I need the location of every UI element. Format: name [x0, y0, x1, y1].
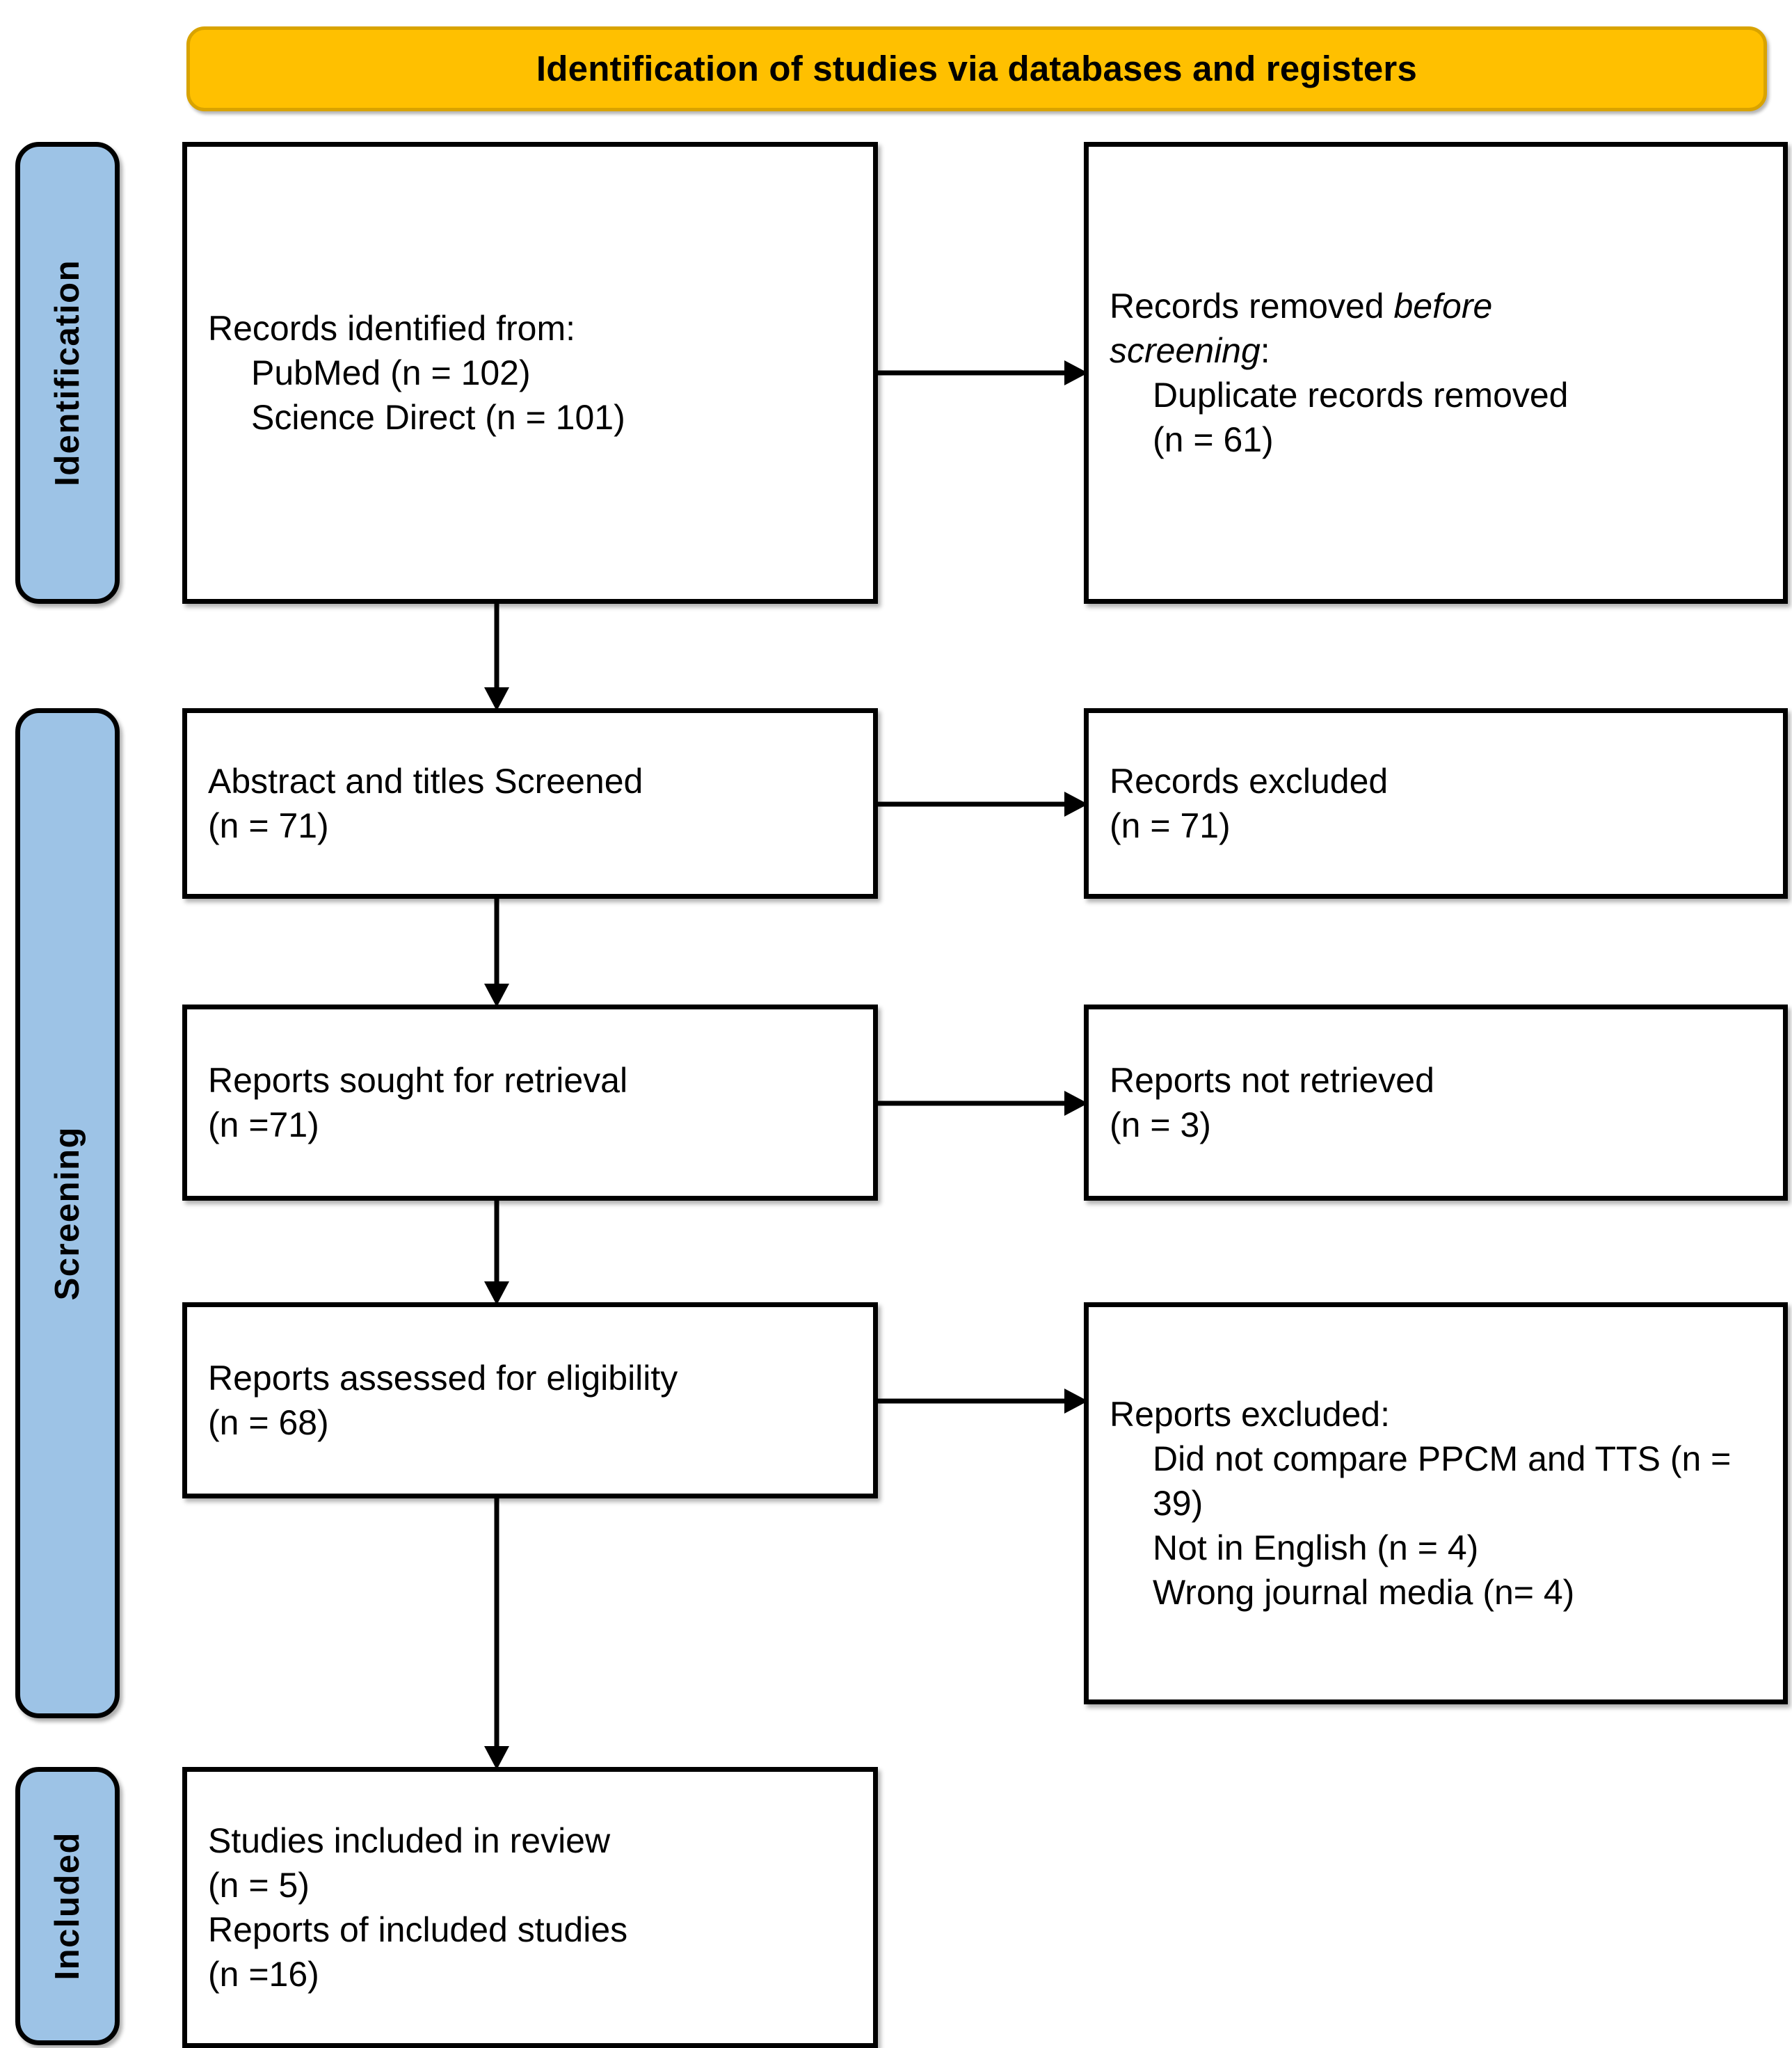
box-records-removed-before-screening: Records removed before screening: Duplic… [1084, 142, 1788, 604]
reports-excluded-reason-wrong-journal-media: Wrong journal media (n= 4) [1153, 1573, 1575, 1612]
stage-rail-included: Included [15, 1767, 120, 2045]
box-records-removed-body: Records removed before screening: Duplic… [1089, 284, 1783, 462]
box-reports-assessed-body: Reports assessed for eligibility (n = 68… [187, 1356, 873, 1445]
connector-identified-to-removed [875, 359, 1088, 387]
connector-screened-to-records-excluded [875, 790, 1088, 818]
reports-not-retrieved-count: (n = 3) [1110, 1105, 1211, 1144]
diagram-header-banner: Identification of studies via databases … [186, 26, 1767, 111]
abstract-titles-screened-count: (n = 71) [208, 806, 329, 845]
records-excluded-count: (n = 71) [1110, 806, 1231, 845]
box-reports-not-retrieved: Reports not retrieved (n = 3) [1084, 1005, 1788, 1201]
reports-not-retrieved-label: Reports not retrieved [1110, 1061, 1434, 1100]
records-removed-heading-emphasis-1: before [1393, 287, 1493, 326]
reports-sought-label: Reports sought for retrieval [208, 1061, 628, 1100]
box-records-identified-body: Records identified from: PubMed (n = 102… [187, 306, 873, 440]
connector-assessed-to-included [483, 1497, 511, 1770]
connector-assessed-to-reports-excluded [875, 1387, 1088, 1415]
records-excluded-label: Records excluded [1110, 762, 1389, 801]
records-removed-heading-text: Records removed [1110, 287, 1394, 326]
connector-screened-to-sought [483, 897, 511, 1007]
box-studies-included-body: Studies included in review (n = 5) Repor… [187, 1818, 873, 1997]
studies-included-label: Studies included in review [208, 1821, 611, 1860]
box-reports-sought-body: Reports sought for retrieval (n =71) [187, 1058, 873, 1147]
reports-excluded-reason-not-english: Not in English (n = 4) [1153, 1528, 1479, 1567]
records-removed-duplicates-count: (n = 61) [1153, 420, 1274, 459]
reports-excluded-reason-ppcm-tts: Did not compare PPCM and TTS (n = 39) [1153, 1439, 1731, 1523]
records-identified-heading: Records identified from: [208, 309, 576, 348]
connector-identified-to-screened [483, 602, 511, 711]
records-identified-pubmed: PubMed (n = 102) [251, 353, 531, 392]
reports-of-included-studies-label: Reports of included studies [208, 1910, 628, 1949]
records-removed-duplicates: Duplicate records removed [1153, 376, 1569, 415]
stage-rail-included-label: Included [49, 1832, 86, 1981]
box-abstract-titles-screened: Abstract and titles Screened (n = 71) [182, 708, 878, 899]
stage-rail-identification-label: Identification [49, 259, 86, 486]
reports-of-included-studies-count: (n =16) [208, 1955, 319, 1994]
box-records-excluded: Records excluded (n = 71) [1084, 708, 1788, 899]
box-records-identified: Records identified from: PubMed (n = 102… [182, 142, 878, 604]
reports-sought-count: (n =71) [208, 1105, 319, 1144]
connector-sought-to-not-retrieved [875, 1089, 1088, 1117]
reports-excluded-heading: Reports excluded: [1110, 1395, 1391, 1434]
box-reports-excluded: Reports excluded: Did not compare PPCM a… [1084, 1302, 1788, 1704]
records-removed-heading-colon: : [1260, 331, 1270, 370]
box-abstract-titles-screened-body: Abstract and titles Screened (n = 71) [187, 759, 873, 848]
stage-rail-screening-label: Screening [49, 1126, 86, 1301]
stage-rail-identification: Identification [15, 142, 120, 604]
box-studies-included-in-review: Studies included in review (n = 5) Repor… [182, 1767, 878, 2048]
abstract-titles-screened-label: Abstract and titles Screened [208, 762, 643, 801]
records-removed-heading-line2: screening: [1110, 328, 1762, 373]
box-reports-sought-for-retrieval: Reports sought for retrieval (n =71) [182, 1005, 878, 1201]
box-reports-assessed-for-eligibility: Reports assessed for eligibility (n = 68… [182, 1302, 878, 1498]
records-removed-heading-emphasis-2: screening [1110, 331, 1261, 370]
diagram-title: Identification of studies via databases … [536, 48, 1418, 88]
studies-included-count: (n = 5) [208, 1866, 310, 1905]
box-records-excluded-body: Records excluded (n = 71) [1089, 759, 1783, 848]
connector-sought-to-assessed [483, 1199, 511, 1305]
stage-rail-screening: Screening [15, 708, 120, 1718]
box-reports-excluded-body: Reports excluded: Did not compare PPCM a… [1089, 1392, 1783, 1615]
reports-assessed-label: Reports assessed for eligibility [208, 1359, 678, 1398]
reports-assessed-count: (n = 68) [208, 1403, 329, 1442]
records-identified-sciencedirect: Science Direct (n = 101) [251, 398, 625, 437]
records-removed-heading-line1: Records removed before [1110, 284, 1762, 328]
box-reports-not-retrieved-body: Reports not retrieved (n = 3) [1089, 1058, 1783, 1147]
